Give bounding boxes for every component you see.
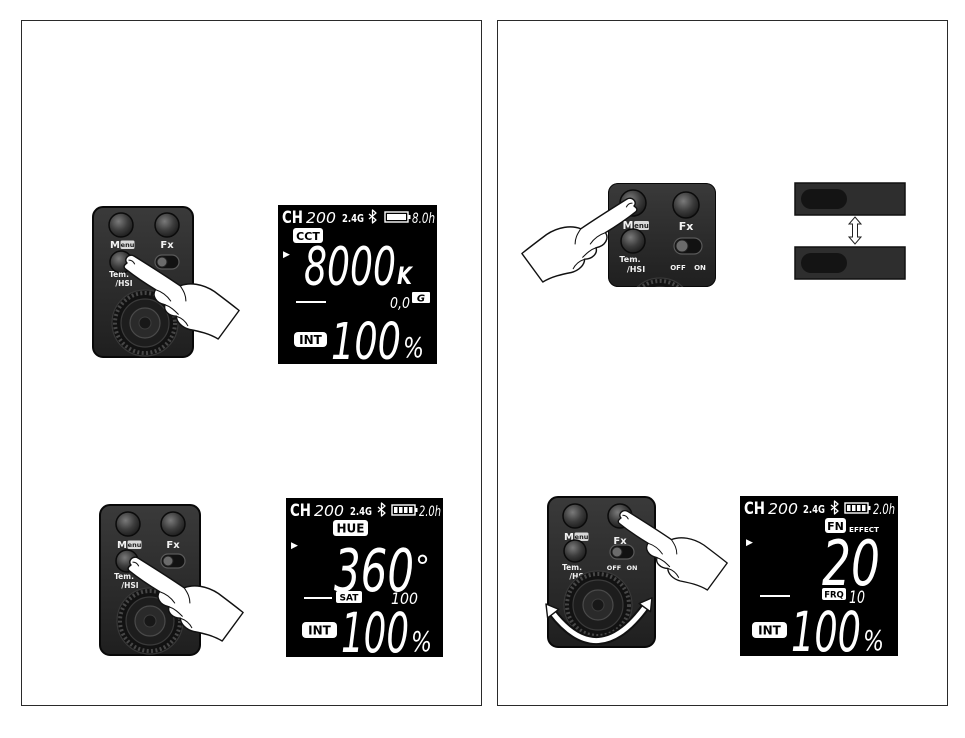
main-unit: ° <box>415 550 430 585</box>
intensity-label: INT <box>758 624 782 638</box>
band-label: 2.4G <box>803 504 825 516</box>
menu-button <box>116 512 140 536</box>
hsi-label: /HSI <box>627 265 645 274</box>
intensity-unit: % <box>863 624 884 657</box>
fx-label: Fx <box>679 220 694 233</box>
channel-label: CH <box>290 501 311 521</box>
on-label: ON <box>627 564 638 572</box>
power-switch-knob <box>612 547 622 557</box>
channel-value: 200 <box>306 209 336 227</box>
lcd-display-hue: CH 200 2.4G 2.0h HUE ▶ 360 ° SAT 100 INT… <box>286 498 443 665</box>
fx-label: Fx <box>166 540 180 551</box>
intensity-unit: % <box>403 331 424 364</box>
on-label: ON <box>694 264 706 272</box>
fx-label: Fx <box>160 240 174 251</box>
sub-label: G <box>417 294 425 305</box>
fx-button <box>155 213 179 237</box>
cursor-indicator: ▶ <box>746 538 753 548</box>
channel-label: CH <box>282 208 303 228</box>
intensity-label: INT <box>308 624 332 638</box>
band-label: 2.4G <box>350 506 372 518</box>
menu-label-suffix: enu <box>121 241 135 249</box>
double-arrow-icon <box>849 217 861 244</box>
control-knob <box>627 278 693 344</box>
cursor-indicator: ▶ <box>283 250 290 260</box>
tem-hsi-button <box>564 540 586 562</box>
lcd-display-effect: CH 200 2.4G 2.0h FN EFFECT ▶ 20 FRQ 10 I… <box>740 496 898 664</box>
power-switch-knob <box>157 257 167 267</box>
main-value: 8000 <box>304 237 396 298</box>
intensity-label: INT <box>299 333 323 347</box>
band-label: 2.4G <box>342 213 364 225</box>
tem-label: Tem. <box>109 270 129 279</box>
tem-label: Tem. <box>114 572 134 581</box>
cursor-indicator: ▶ <box>291 541 298 551</box>
battery-time: 2.0h <box>419 504 441 520</box>
menu-button <box>109 213 133 237</box>
intensity-unit: % <box>411 625 432 658</box>
channel-label: CH <box>744 499 765 519</box>
menu-button <box>563 504 587 528</box>
mode-label: HUE <box>337 522 365 536</box>
intensity-value: 100 <box>331 313 401 372</box>
battery-time: 2.0h <box>873 502 895 518</box>
tem-label: Tem. <box>619 255 640 264</box>
fx-button <box>673 192 699 218</box>
tem-label: Tem. <box>562 563 582 572</box>
hsi-label: /HSI <box>121 581 138 590</box>
channel-value: 200 <box>314 502 344 520</box>
hsi-label: /HSI <box>115 279 132 288</box>
tem-hsi-button <box>621 229 645 253</box>
fx-button <box>161 512 185 536</box>
sub-label: FRQ <box>824 591 844 601</box>
battery-time: 8.0h <box>412 211 435 227</box>
intensity-value: 100 <box>791 600 861 664</box>
intensity-value: 100 <box>341 601 409 665</box>
power-switch-knob <box>676 240 688 252</box>
lcd-display-cct: CH 200 2.4G 8.0h CCT ▶ 8000 K 0,0 G INT … <box>278 205 437 372</box>
mode-indicator-top-pill <box>801 189 847 209</box>
mode-indicator-bottom-pill <box>801 253 847 273</box>
off-label: OFF <box>607 564 621 572</box>
sub-value: 0,0 <box>390 294 410 312</box>
mode-toggle-illustration <box>795 183 905 279</box>
main-unit: K <box>397 262 414 290</box>
power-switch-knob <box>163 556 173 566</box>
menu-label: M <box>110 240 120 251</box>
channel-value: 200 <box>768 500 798 518</box>
menu-label-suffix: enu <box>128 541 142 549</box>
off-label: OFF <box>670 264 686 272</box>
